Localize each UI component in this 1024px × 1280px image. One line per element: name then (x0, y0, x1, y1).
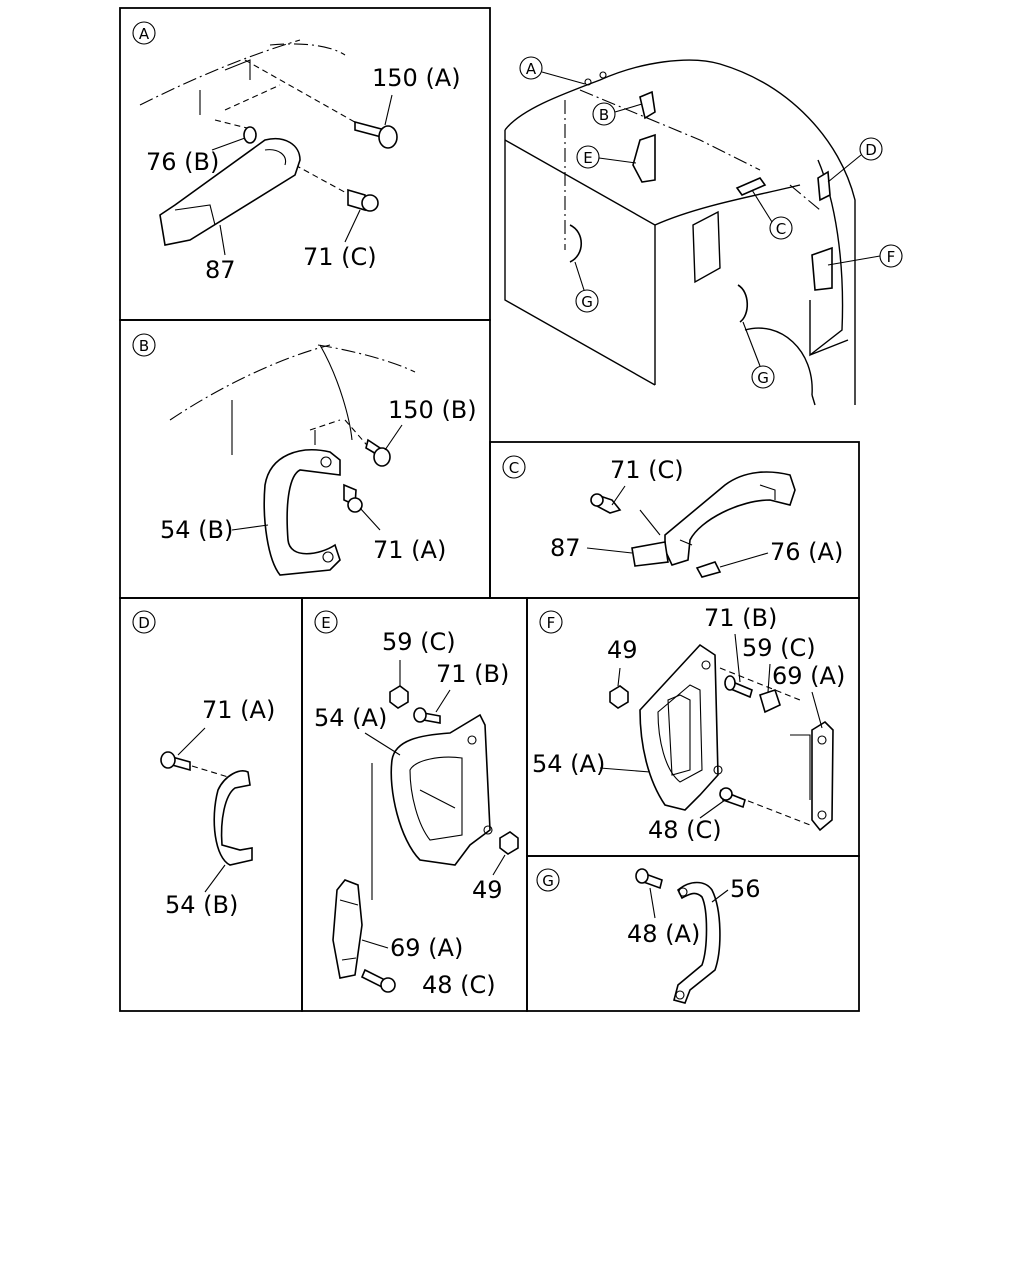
label-48c-f: 48 (C) (648, 816, 722, 844)
label-54a-f: 54 (A) (532, 750, 605, 778)
overview-bracket-e (632, 133, 656, 183)
panel-e-circle (314, 610, 338, 634)
callout-letter-c: C (776, 220, 786, 238)
callout-letter-g-left: G (581, 293, 593, 311)
label-54a-e: 54 (A) (314, 704, 387, 732)
overview-bracket-f (811, 246, 833, 291)
label-48c-e: 48 (C) (422, 971, 496, 999)
panel-g-circle (536, 868, 560, 892)
panel-b: B 150 (B) 54 (B) 71 (A) (132, 333, 477, 576)
panel-frames (119, 7, 860, 1012)
label-71a-d: 71 (A) (202, 696, 275, 724)
label-54b-b: 54 (B) (160, 516, 233, 544)
callout-letter-b: B (599, 106, 609, 124)
label-59c-f: 59 (C) (742, 634, 816, 662)
label-59c-e: 59 (C) (382, 628, 456, 656)
callout-letter-a: A (526, 60, 537, 78)
label-76b: 76 (B) (146, 148, 219, 176)
panel-g: G 56 48 (A) (536, 868, 761, 1004)
callout-circle-b (592, 102, 616, 126)
panel-e: E 59 (C) 71 (B) 54 (A) 49 69 (A) 48 (C) (314, 610, 519, 999)
label-87-c: 87 (550, 534, 581, 562)
label-71c-a: 71 (C) (303, 243, 377, 271)
label-69a-e: 69 (A) (390, 934, 463, 962)
panel-f: F 49 71 (B) 59 (C) 69 (A) 54 (A) 48 (532, 604, 845, 844)
label-71c-c: 71 (C) (610, 456, 684, 484)
panel-f-circle (539, 610, 563, 634)
callout-circle-a (519, 56, 543, 80)
callout-circle-g-left (575, 289, 599, 313)
panel-d: D 71 (A) 54 (B) (132, 610, 275, 919)
label-87: 87 (205, 256, 236, 284)
panel-a: A 150 (A) 76 (B) 87 71 (C) (132, 21, 461, 284)
label-150a: 150 (A) (372, 64, 461, 92)
overview-handle-b (639, 90, 656, 120)
callout-letter-g-right: G (757, 369, 769, 387)
panel-d-frame (119, 597, 303, 1012)
panel-e-letter: E (321, 614, 330, 632)
overview-handle-c (735, 177, 767, 196)
overview-handle-d (817, 170, 831, 202)
callout-circle-c (769, 216, 793, 240)
panel-c: C 71 (C) 87 76 (A) (502, 455, 843, 578)
label-71a-b: 71 (A) (373, 536, 446, 564)
label-49-f: 49 (607, 636, 638, 664)
panel-b-circle (132, 333, 156, 357)
panel-g-letter: G (542, 872, 554, 890)
label-48a: 48 (A) (627, 920, 700, 948)
label-56: 56 (730, 875, 761, 903)
label-54b-d: 54 (B) (165, 891, 238, 919)
panel-c-letter: C (509, 459, 519, 477)
panel-a-circle (132, 21, 156, 45)
label-150b: 150 (B) (388, 396, 477, 424)
panel-d-letter: D (138, 614, 150, 632)
label-49-e: 49 (472, 876, 503, 904)
label-69a-f: 69 (A) (772, 662, 845, 690)
callout-letter-f: F (887, 248, 896, 266)
panel-g-frame (526, 855, 860, 1012)
label-71b-f: 71 (B) (704, 604, 777, 632)
callout-letter-e: E (583, 149, 592, 167)
callout-circle-d (859, 137, 883, 161)
label-71b-e: 71 (B) (436, 660, 509, 688)
panel-c-circle (502, 455, 526, 479)
overview-handle-g-right (737, 284, 749, 323)
overview-handle-g-left (569, 224, 583, 263)
panel-d-circle (132, 610, 156, 634)
panel-a-letter: A (139, 25, 150, 43)
label-76a: 76 (A) (770, 538, 843, 566)
callout-circle-g-right (751, 365, 775, 389)
panel-b-letter: B (139, 337, 149, 355)
cab-overview-drawing: A B E C D F G G (504, 56, 903, 406)
callout-letter-d: D (865, 141, 877, 159)
panel-f-letter: F (547, 614, 556, 632)
callout-circle-e (576, 145, 600, 169)
